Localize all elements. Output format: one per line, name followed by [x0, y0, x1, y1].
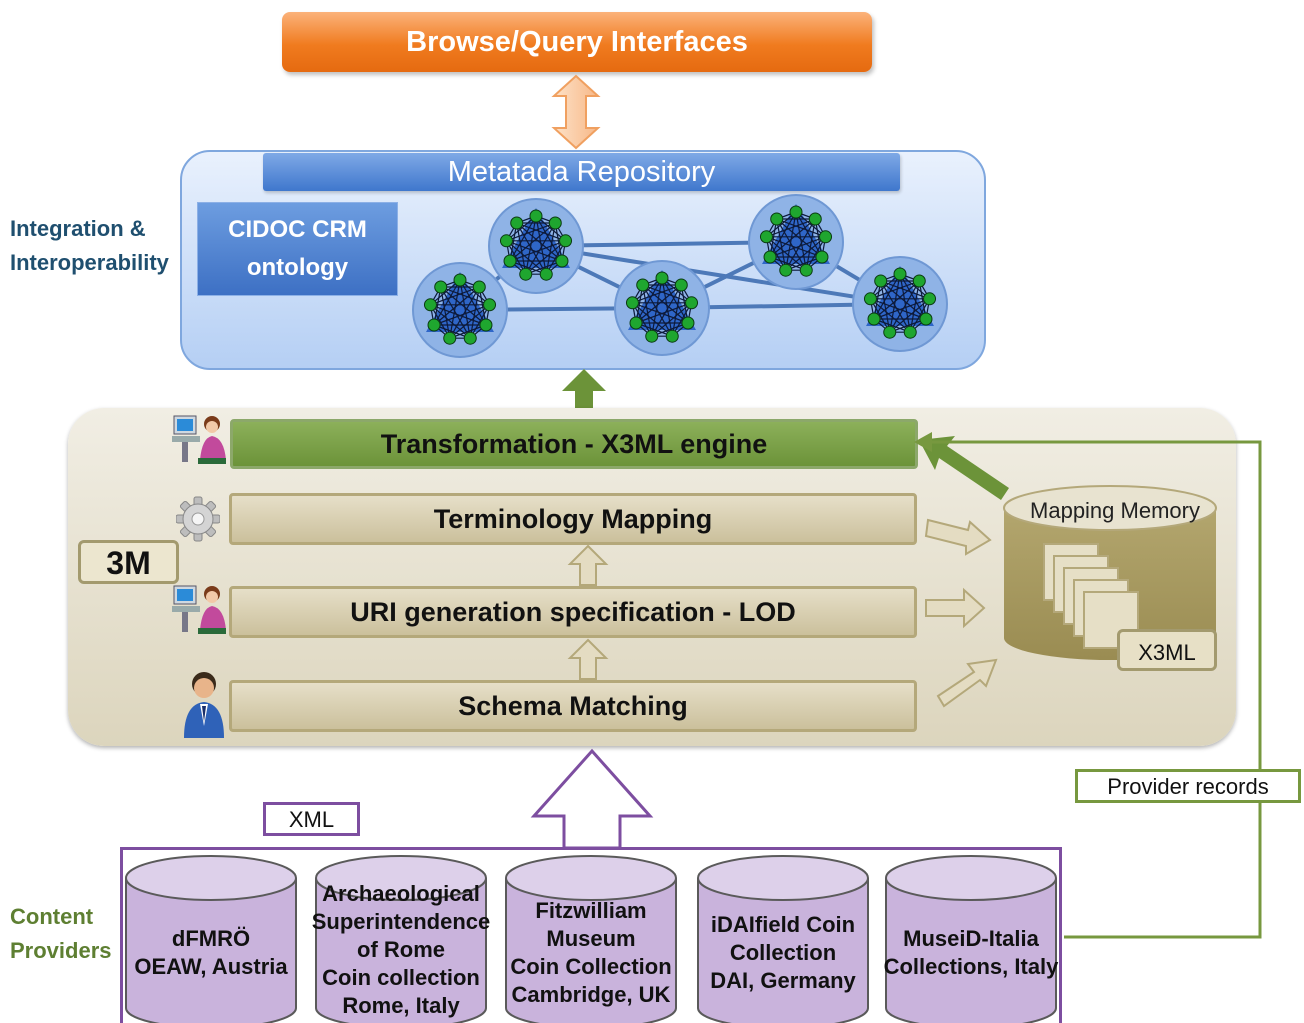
- arrows-to-mapping-memory: [924, 518, 998, 708]
- mapping-memory-label: Mapping Memory: [1030, 498, 1200, 523]
- provider-label-line: OEAW, Austria: [134, 954, 288, 979]
- content-label-line2: Providers: [10, 938, 112, 963]
- provider-records-label: Provider records: [1075, 769, 1301, 803]
- mapping-memory-database: [1003, 485, 1217, 660]
- provider-label-line: DAI, Germany: [710, 968, 856, 993]
- content-providers-side-label: Content Providers: [10, 900, 112, 968]
- provider-label-line: Museum: [546, 926, 636, 951]
- provider-label-line: iDAIfield Coin: [710, 912, 856, 937]
- provider-database[interactable]: [885, 855, 1057, 1023]
- provider-database[interactable]: [505, 855, 677, 1023]
- x3ml-tag: X3ML: [1117, 629, 1217, 671]
- cidoc-line1: CIDOC CRM: [228, 216, 367, 243]
- browse-query-interfaces[interactable]: Browse/Query Interfaces: [282, 12, 872, 72]
- layer-terminology-mapping[interactable]: Terminology Mapping: [229, 493, 917, 545]
- up-arrow-small-icon: [567, 638, 609, 680]
- provider-database-label: dFMRÖ OEAW, Austria: [120, 925, 302, 981]
- xml-tag: XML: [263, 802, 360, 836]
- integration-label-line1: Integration &: [10, 216, 146, 241]
- provider-label-line: dFMRÖ: [171, 926, 251, 951]
- layer-uri-generation[interactable]: URI generation specification - LOD: [229, 586, 917, 638]
- graph-link: [535, 244, 901, 306]
- provider-databases: [125, 855, 1057, 1023]
- gear-icon: [176, 496, 220, 542]
- provider-label-line: Superintendence: [311, 909, 491, 934]
- diagonal-arrow-to-engine-icon: [919, 436, 1009, 500]
- up-arrow-small-icon: [567, 544, 609, 586]
- business-person-icon: [184, 672, 224, 738]
- ontology-cluster-node: [852, 256, 948, 352]
- provider-label-line: Archaeological: [322, 881, 480, 906]
- content-providers-box: [120, 847, 1062, 1023]
- provider-label-line: Collection: [729, 940, 837, 965]
- person-computer-icon: [172, 585, 226, 634]
- three-m-tag: 3M: [78, 540, 179, 584]
- cidoc-line2: ontology: [246, 254, 349, 281]
- bidirectional-arrow-icon: [551, 74, 601, 150]
- cidoc-crm-ontology-box[interactable]: CIDOC CRM ontology: [197, 202, 398, 296]
- provider-label-line: MuseiD-Italia: [903, 926, 1039, 951]
- ontology-cluster-node: [748, 194, 844, 290]
- provider-database[interactable]: [315, 855, 487, 1023]
- provider-label-line: Coin Collection: [510, 954, 672, 979]
- integration-side-label: Integration & Interoperability: [10, 212, 169, 280]
- provider-label-line: Collections, Italy: [883, 954, 1059, 979]
- metadata-repository-title: Metatada Repository: [263, 153, 900, 191]
- provider-label-line: Cambridge, UK: [511, 982, 671, 1007]
- content-label-line1: Content: [10, 904, 94, 929]
- provider-database[interactable]: [697, 855, 869, 1023]
- up-arrow-green-icon: [562, 369, 606, 417]
- provider-records-feedback-line: [914, 432, 1262, 939]
- provider-label-line: Coin collection: [322, 965, 480, 990]
- ontology-network-graph: [412, 194, 948, 358]
- layer-schema-matching[interactable]: Schema Matching: [229, 680, 917, 732]
- integration-label-line2: Interoperability: [10, 250, 169, 275]
- up-right-arrow-icon: [936, 658, 998, 708]
- ontology-cluster-node: [488, 198, 584, 294]
- person-computer-icon: [172, 415, 226, 464]
- ontology-cluster-node: [614, 260, 710, 356]
- provider-label-line: Rome, Italy: [342, 993, 460, 1018]
- provider-label-line: of Rome: [357, 937, 445, 962]
- right-arrow-icon: [925, 587, 986, 629]
- provider-database[interactable]: [125, 855, 297, 1023]
- right-arrow-icon: [924, 518, 992, 556]
- large-up-arrow-icon: [530, 748, 654, 850]
- ontology-cluster-node: [412, 262, 508, 358]
- layer-transformation-x3ml-engine[interactable]: Transformation - X3ML engine: [230, 419, 918, 469]
- provider-label-line: Fitzwilliam: [535, 898, 647, 923]
